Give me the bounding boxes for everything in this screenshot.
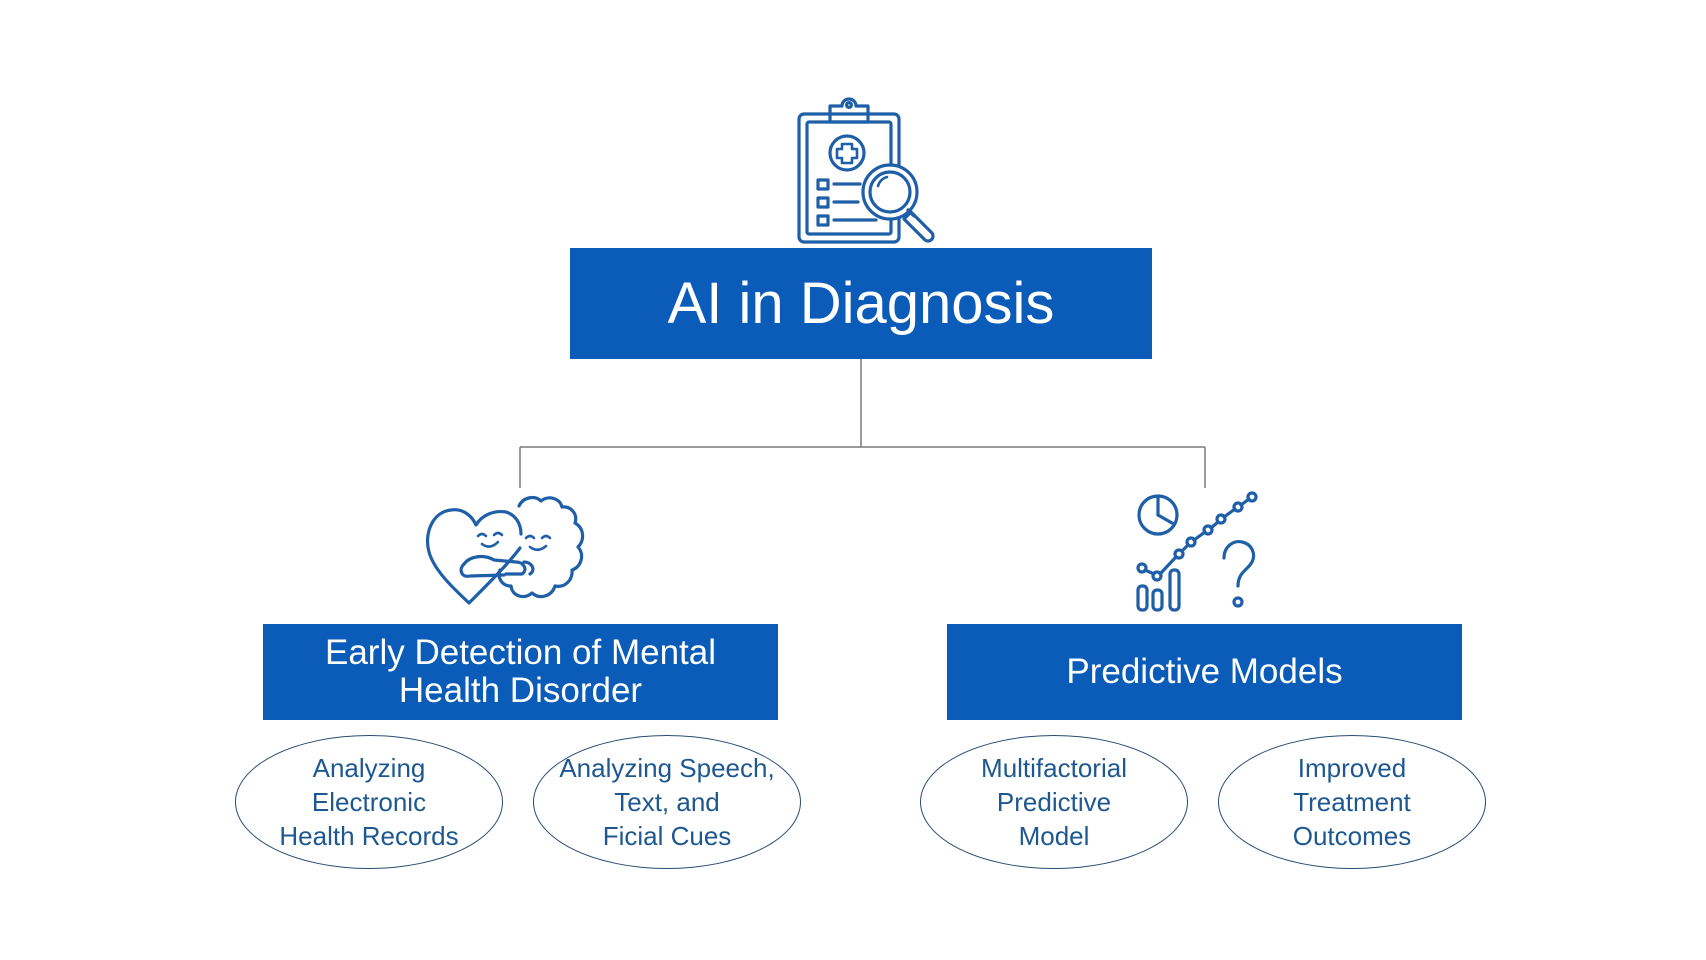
chart-question-icon (1136, 491, 1258, 612)
branch-node-predictive-models: Predictive Models (947, 624, 1462, 720)
root-title: AI in Diagnosis (667, 271, 1055, 336)
branch-title-early-detection: Early Detection of Mental Health Disorde… (324, 633, 716, 710)
leaf-multifactorial-model: Multifactorial Predictive Model (920, 735, 1188, 869)
leaf-improved-outcomes: Improved Treatment Outcomes (1218, 735, 1486, 869)
leaf-label: Analyzing Speech, Text, and Ficial Cues (559, 753, 775, 851)
leaf-label: Analyzing Electronic Health Records (279, 753, 459, 851)
heart-brain-hug-icon (426, 495, 585, 605)
leaf-label: Multifactorial Predictive Model (981, 753, 1127, 851)
branch-title-predictive-models: Predictive Models (1066, 652, 1343, 691)
leaf-analyzing-ehr: Analyzing Electronic Health Records (235, 735, 503, 869)
leaf-label: Improved Treatment Outcomes (1292, 753, 1412, 851)
branch-node-early-detection: Early Detection of Mental Health Disorde… (263, 624, 778, 720)
root-node-ai-in-diagnosis: AI in Diagnosis (570, 248, 1152, 359)
leaf-analyzing-speech-text: Analyzing Speech, Text, and Ficial Cues (533, 735, 801, 869)
clipboard-magnifier-icon (797, 97, 935, 244)
